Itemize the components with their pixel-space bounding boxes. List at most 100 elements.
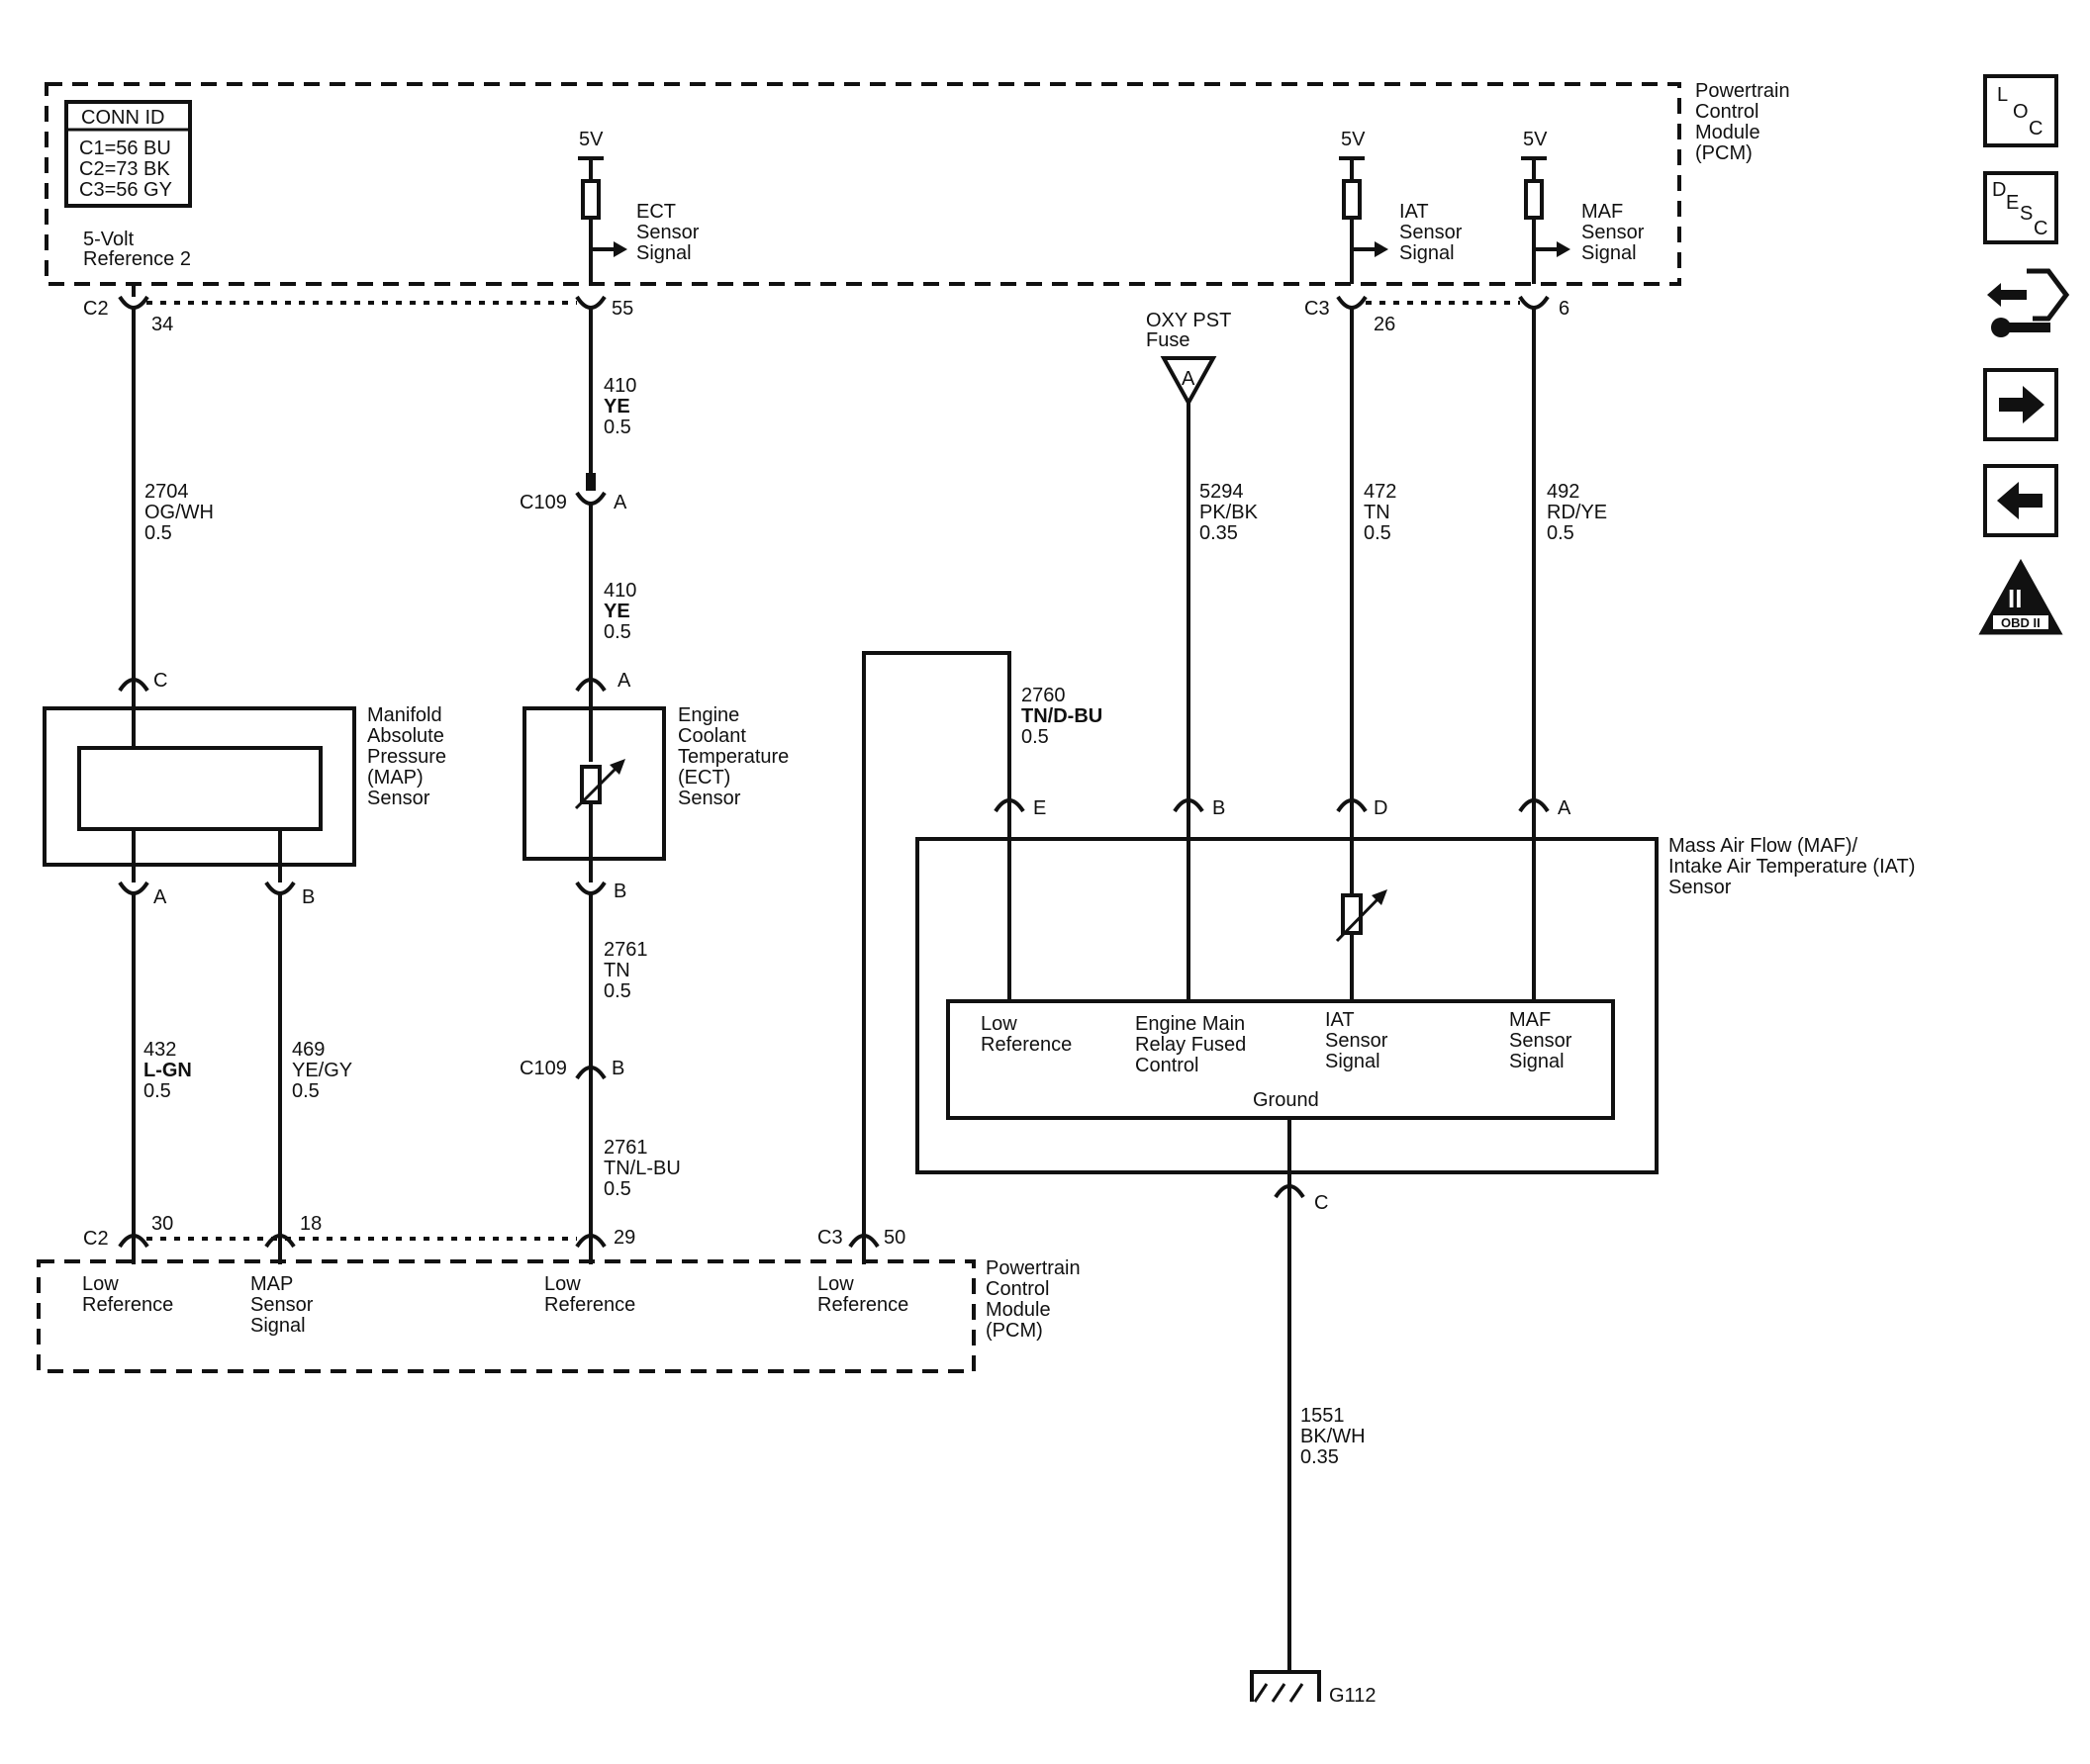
svg-text:Signal: Signal [1399, 242, 1455, 264]
svg-text:TN/L-BU: TN/L-BU [604, 1158, 681, 1179]
svg-text:C3=56 GY: C3=56 GY [79, 179, 172, 201]
desc-nav-button[interactable]: D E S C [1983, 171, 2058, 244]
map-signal-circuit: B 469 YE/GY 0.5 18 [264, 881, 352, 1264]
svg-text:Manifold: Manifold [367, 704, 442, 726]
svg-text:50: 50 [884, 1227, 905, 1249]
svg-text:0.5: 0.5 [143, 1080, 171, 1102]
svg-text:Low: Low [544, 1273, 581, 1295]
svg-text:Signal: Signal [1325, 1051, 1380, 1072]
pcm-top-outline [45, 82, 1681, 286]
svg-text:0.5: 0.5 [292, 1080, 320, 1102]
svg-text:55: 55 [612, 298, 633, 320]
svg-text:C3: C3 [1304, 298, 1330, 320]
five-volt-reference-label: 5-Volt Reference 2 [83, 229, 191, 270]
svg-text:1551: 1551 [1300, 1405, 1345, 1427]
pcm-bottom-low-reference-3: Low Reference [817, 1273, 908, 1316]
svg-text:L: L [1997, 84, 2008, 106]
svg-text:469: 469 [292, 1039, 325, 1061]
svg-text:TN/D-BU: TN/D-BU [1021, 705, 1102, 727]
svg-text:G112: G112 [1329, 1685, 1376, 1707]
svg-text:30: 30 [151, 1213, 173, 1235]
svg-text:C1=56 BU: C1=56 BU [79, 138, 171, 159]
svg-text:YE: YE [604, 601, 630, 622]
svg-text:Intake Air Temperature (IAT): Intake Air Temperature (IAT) [1668, 856, 1915, 878]
svg-text:Reference: Reference [544, 1294, 635, 1316]
svg-text:BK/WH: BK/WH [1300, 1426, 1366, 1447]
map-sensor: Manifold Absolute Pressure (MAP) Sensor [43, 704, 446, 882]
svg-text:A: A [614, 492, 627, 513]
svg-text:Signal: Signal [1509, 1051, 1565, 1072]
svg-text:Sensor: Sensor [678, 788, 741, 809]
pcm-bottom-low-reference-2: Low Reference [544, 1273, 635, 1316]
svg-text:472: 472 [1364, 481, 1396, 503]
svg-text:Engine Main: Engine Main [1135, 1013, 1245, 1035]
svg-text:410: 410 [604, 580, 636, 602]
svg-text:0.5: 0.5 [604, 417, 631, 438]
svg-text:5-Volt: 5-Volt [83, 229, 135, 250]
next-page-button[interactable] [1983, 368, 2058, 441]
connector-wrench-icon[interactable] [1987, 268, 2070, 337]
svg-text:18: 18 [300, 1213, 322, 1235]
svg-text:Powertrain: Powertrain [986, 1257, 1081, 1279]
svg-text:D: D [1992, 179, 2006, 201]
svg-text:29: 29 [614, 1227, 635, 1249]
svg-text:6: 6 [1559, 298, 1569, 320]
svg-text:5V: 5V [579, 129, 604, 150]
svg-text:Relay Fused: Relay Fused [1135, 1034, 1246, 1056]
svg-text:S: S [2020, 203, 2033, 225]
map-low-reference-circuit: A 432 L-GN 0.5 C2 30 [83, 881, 192, 1264]
svg-text:Sensor: Sensor [1399, 222, 1463, 243]
iat-signal-circuit: C3 26 472 TN 0.5 D [1304, 295, 1396, 1001]
oxy-pst-fuse: OXY PST Fuse A 5294 PK/BK 0.35 B [1146, 310, 1259, 1001]
pcm-bottom-name: Powertrain Control Module (PCM) [986, 1257, 1081, 1342]
svg-text:A: A [1182, 368, 1195, 390]
svg-text:Signal: Signal [636, 242, 692, 264]
svg-text:C2: C2 [83, 1228, 109, 1250]
svg-text:2761: 2761 [604, 939, 648, 961]
svg-text:Reference: Reference [981, 1034, 1072, 1056]
svg-text:26: 26 [1374, 314, 1395, 335]
svg-text:Control: Control [986, 1278, 1049, 1300]
maf-iat-sensor: Mass Air Flow (MAF)/ Intake Air Temperat… [915, 835, 1915, 1174]
svg-text:YE: YE [604, 396, 630, 418]
svg-text:B: B [302, 886, 315, 908]
svg-text:(PCM): (PCM) [986, 1320, 1043, 1342]
loc-nav-button[interactable]: L O C [1983, 74, 2058, 147]
svg-text:A: A [1558, 797, 1571, 819]
svg-text:PK/BK: PK/BK [1199, 502, 1259, 523]
svg-text:TN: TN [604, 960, 630, 981]
svg-text:C: C [2034, 218, 2047, 239]
previous-page-button[interactable] [1983, 464, 2058, 537]
svg-text:(ECT): (ECT) [678, 767, 730, 789]
ect-low-reference-circuit: B 2761 TN 0.5 C109 B 2761 TN/L-BU 0.5 29 [520, 881, 681, 1264]
svg-text:0.35: 0.35 [1300, 1446, 1339, 1468]
svg-text:5V: 5V [1341, 129, 1366, 150]
svg-text:Sensor: Sensor [250, 1294, 314, 1316]
svg-text:Temperature: Temperature [678, 746, 789, 768]
svg-text:Sensor: Sensor [1668, 877, 1732, 898]
svg-text:MAF: MAF [1581, 201, 1623, 223]
svg-text:Powertrain: Powertrain [1695, 80, 1790, 102]
svg-text:C2: C2 [83, 298, 109, 320]
conn-id-legend: CONN ID C1=56 BU C2=73 BK C3=56 GY [64, 100, 192, 208]
svg-text:5294: 5294 [1199, 481, 1244, 503]
svg-text:Module: Module [1695, 122, 1760, 143]
ect-sensor: Engine Coolant Temperature (ECT) Sensor [522, 704, 789, 882]
svg-text:Sensor: Sensor [1581, 222, 1645, 243]
svg-text:Mass Air Flow (MAF)/: Mass Air Flow (MAF)/ [1668, 835, 1858, 857]
svg-text:Module: Module [986, 1299, 1051, 1321]
ground-circuit: C 1551 BK/WH 0.35 [1274, 1118, 1366, 1670]
svg-text:A: A [618, 670, 631, 692]
svg-text:B: B [612, 1058, 624, 1079]
svg-text:II: II [2008, 584, 2022, 613]
svg-text:IAT: IAT [1399, 201, 1429, 223]
svg-text:410: 410 [604, 375, 636, 397]
svg-text:CONN ID: CONN ID [81, 107, 164, 129]
svg-text:Absolute: Absolute [367, 725, 444, 747]
maf-low-reference-circuit: C3 50 2760 TN/D-BU 0.5 E [817, 651, 1102, 1264]
svg-text:492: 492 [1547, 481, 1579, 503]
svg-text:0.5: 0.5 [604, 621, 631, 643]
obd-ii-icon[interactable]: II OBD II [1978, 558, 2063, 635]
svg-text:OXY PST: OXY PST [1146, 310, 1231, 331]
svg-text:Control: Control [1695, 101, 1758, 123]
